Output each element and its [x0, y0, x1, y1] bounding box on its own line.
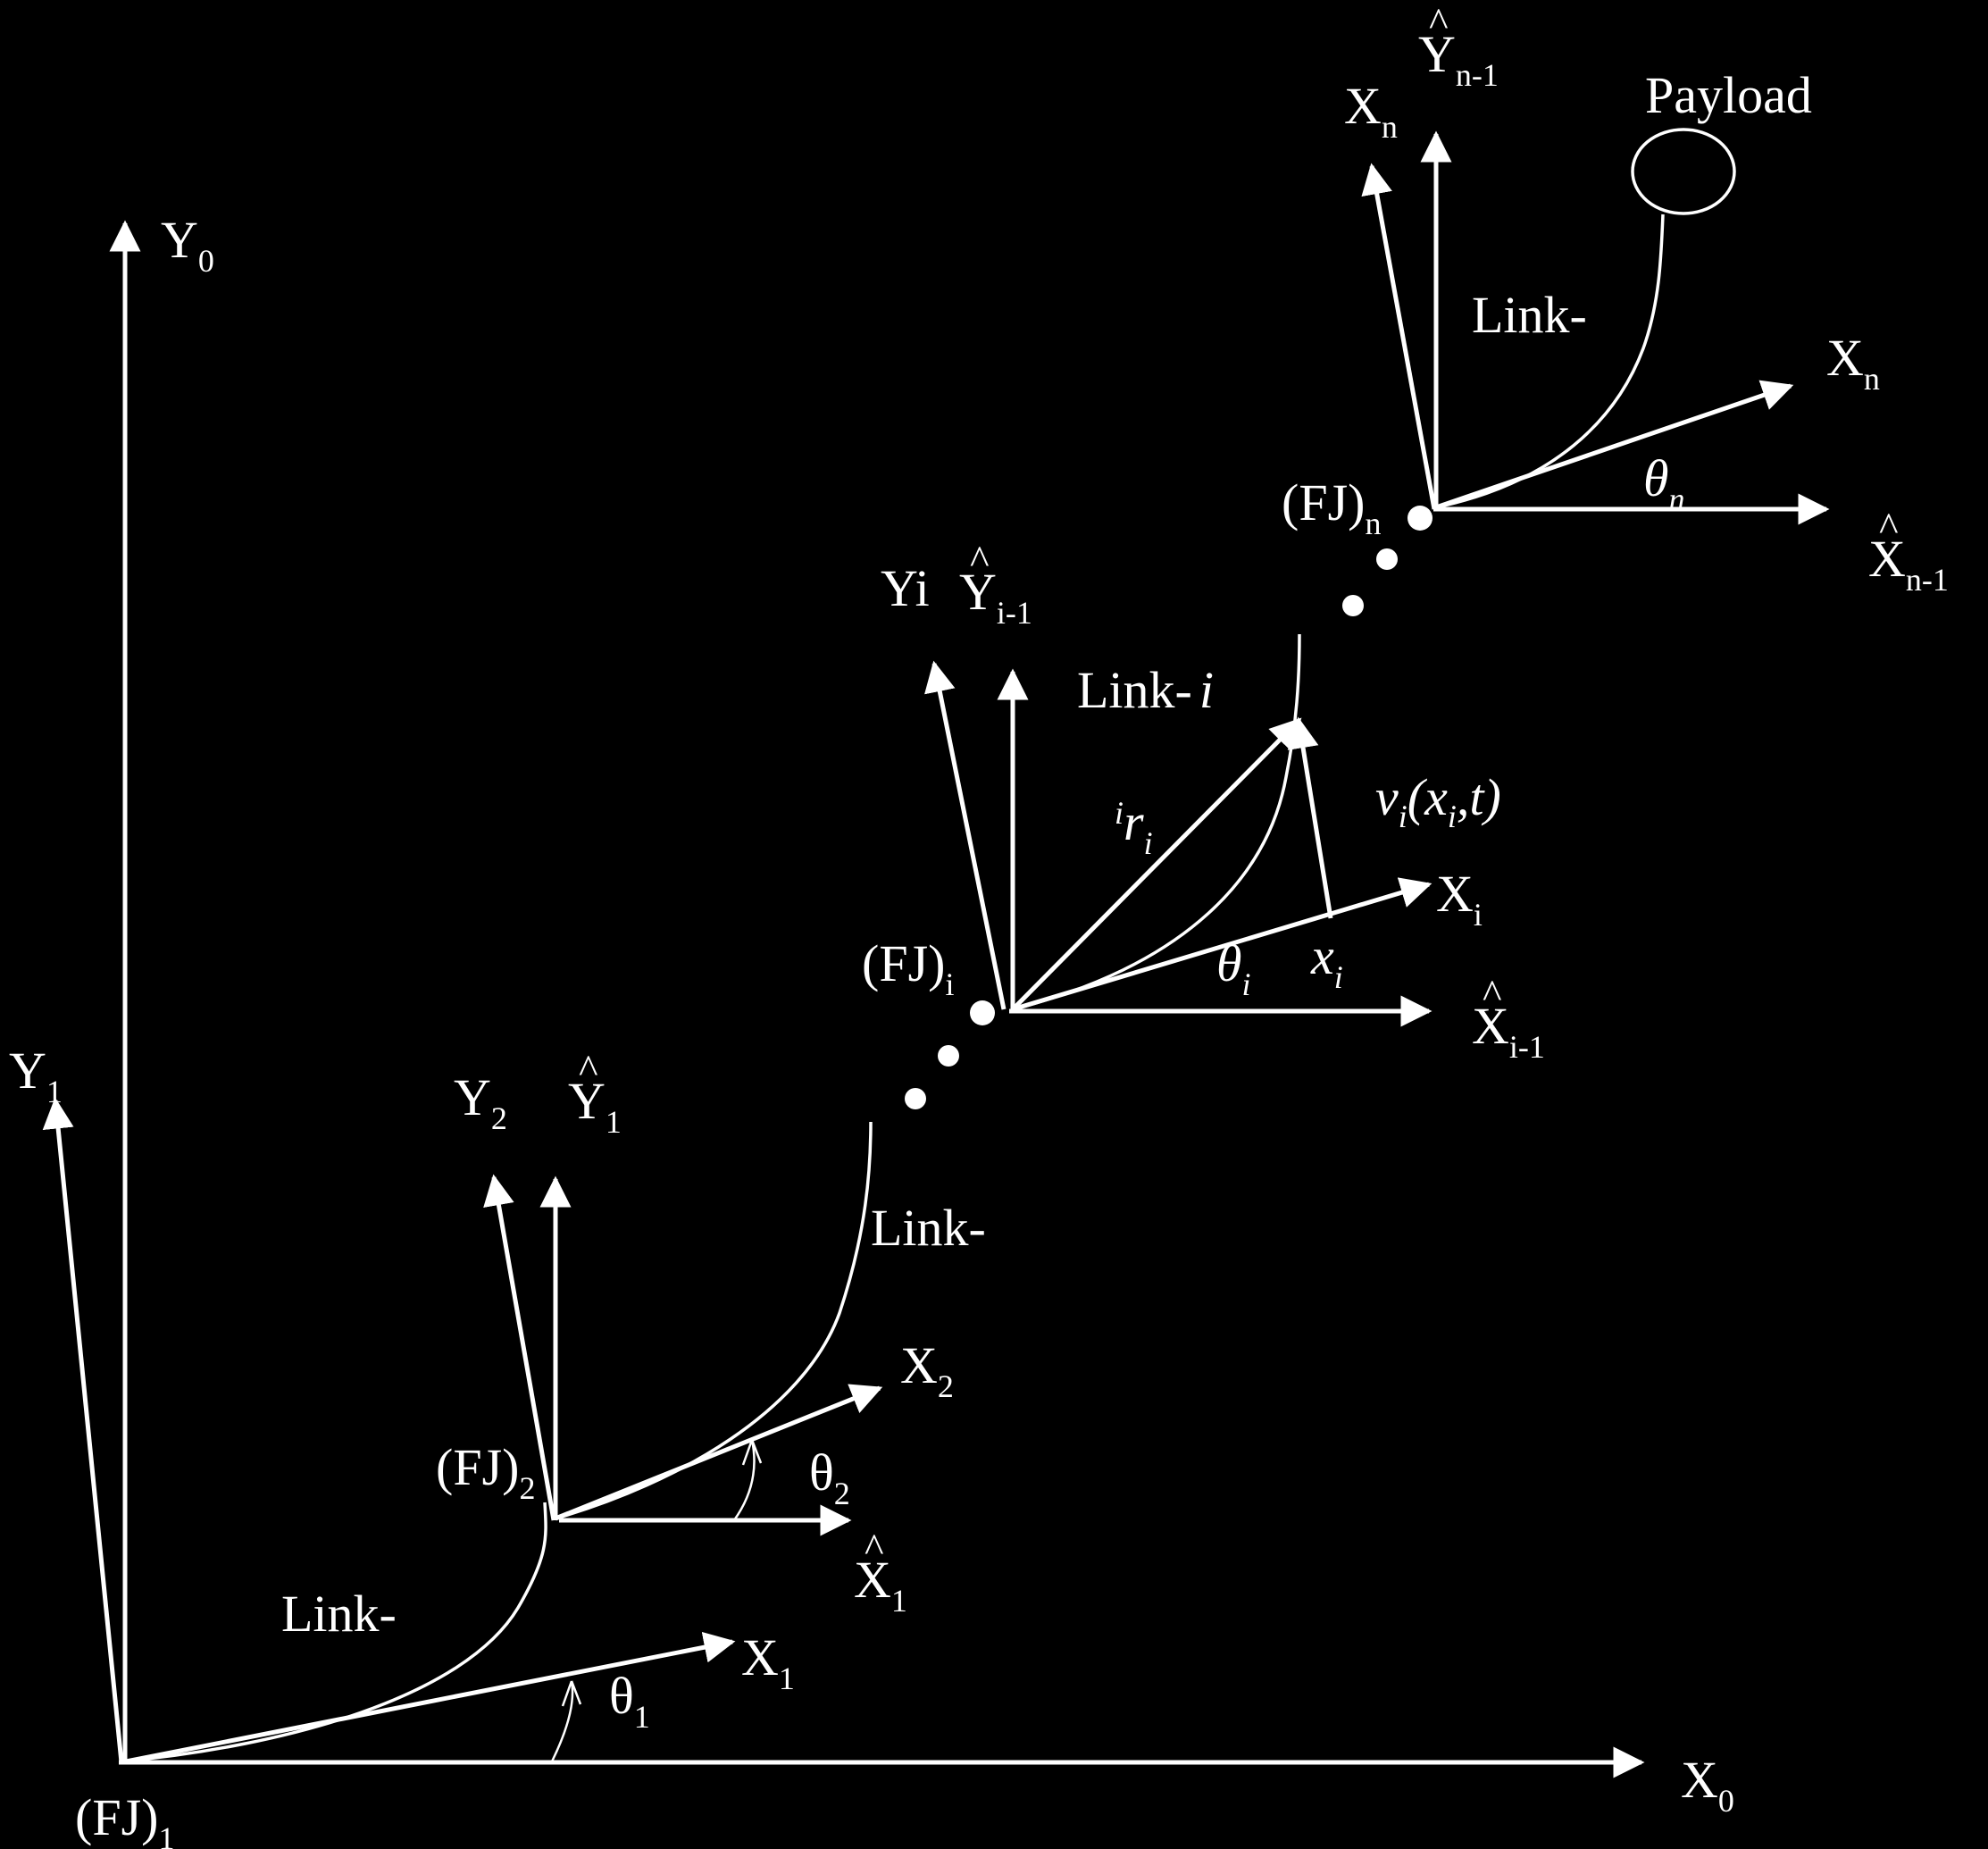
link-1-label: Link-	[281, 1585, 397, 1643]
joint-n: Payload (FJ)n Xn Yn-1 ^ Link- Xn θn Xn-1…	[1282, 0, 1949, 598]
yi-1hat-label: Yi-1	[959, 563, 1032, 631]
y1-axis-arrow	[42, 1097, 124, 1763]
y1hat-label: Y1	[568, 1072, 622, 1140]
xi-label: Xi	[1436, 865, 1483, 933]
yn-1hat-label: Yn-1	[1418, 25, 1499, 93]
link-2-curve	[555, 1121, 873, 1520]
deflection-label: vi(xi,t)	[1375, 768, 1501, 834]
x1-axis-arrow	[121, 1631, 736, 1765]
joint-2: (FJ)2 Y2 Y1 ^ X2 θ2 X1 ^ Link-	[436, 1046, 986, 1619]
ellipsis-dot	[905, 1088, 926, 1109]
y2-axis-arrow	[483, 1174, 556, 1521]
payload-label: Payload	[1645, 66, 1812, 124]
joint-i: (FJ)i Yi Yi-1 ^ Link-i vi(xi,t) iri Xi θ…	[862, 537, 1545, 1065]
position-vector-label: iri	[1115, 793, 1153, 861]
x0-label: X0	[1681, 1751, 1734, 1819]
xi-1hat-label: Xi-1	[1472, 997, 1545, 1065]
theta2-arc	[732, 1439, 756, 1521]
y1hat-hat: ^	[579, 1046, 598, 1092]
xi-1hat-hat: ^	[1483, 971, 1502, 1017]
xn-1hat-label: Xn-1	[1868, 530, 1949, 598]
ellipsis-dot	[970, 1000, 995, 1025]
xn-label: Xn	[1826, 329, 1880, 397]
theta1-label: θ1	[609, 1667, 650, 1735]
xn-axis-arrow	[1435, 380, 1794, 510]
payload-circle	[1631, 128, 1736, 215]
link-i-curve	[1012, 633, 1301, 1011]
ellipsis-dots-upper	[1342, 506, 1433, 616]
link-i-label: Link-i	[1077, 661, 1214, 719]
deflection-arrow	[1287, 716, 1333, 919]
xn-1hat-hat: ^	[1879, 504, 1899, 549]
yn-label: Xn	[1344, 77, 1398, 145]
xi-coordinate-label: xi	[1310, 927, 1343, 995]
ellipsis-dot	[1376, 548, 1398, 570]
link-n-label: Link-	[1472, 286, 1587, 344]
yn-axis-arrow	[1361, 163, 1437, 510]
theta1-arc	[550, 1680, 574, 1762]
yi-axis-arrow	[924, 660, 1007, 1010]
base-frame: X0 Y0	[109, 211, 1734, 1819]
link-n-curve	[1435, 213, 1665, 509]
theta2-arc-tip	[741, 1439, 763, 1466]
link-2-label: Link-	[871, 1199, 986, 1257]
position-vector-arrow	[1011, 717, 1302, 1011]
joint-1: (FJ)1 Y1 X1 θ1 Link-	[9, 1042, 795, 1849]
fji-label: (FJ)i	[862, 934, 954, 1002]
fjn-label: (FJ)n	[1282, 473, 1381, 541]
x2-axis-arrow	[555, 1384, 883, 1521]
ellipsis-dot	[938, 1045, 959, 1067]
yn-1hat-hat: ^	[1429, 0, 1449, 45]
ellipsis-dot	[1342, 595, 1364, 616]
theta1-arc-tip	[561, 1680, 582, 1707]
y1-label: Y1	[9, 1042, 63, 1109]
x1-label: X1	[741, 1628, 795, 1696]
x1hat-label: X1	[854, 1551, 907, 1619]
ellipsis-dots-lower	[905, 1000, 995, 1109]
y0-label: Y0	[161, 211, 214, 279]
yi-label: Yi	[881, 559, 930, 617]
link-1-curve	[121, 1502, 547, 1763]
fj1-label: (FJ)1	[75, 1788, 174, 1849]
x2-label: X2	[900, 1336, 954, 1404]
x1hat-hat: ^	[865, 1525, 884, 1570]
fj2-label: (FJ)2	[436, 1438, 535, 1506]
thetan-label: θn	[1643, 449, 1685, 517]
theta2-label: θ2	[809, 1443, 850, 1511]
y2-label: Y2	[454, 1068, 507, 1136]
ellipsis-dot	[1407, 506, 1433, 531]
thetai-label: θi	[1216, 934, 1251, 1002]
yi-1hat-hat: ^	[970, 537, 990, 582]
